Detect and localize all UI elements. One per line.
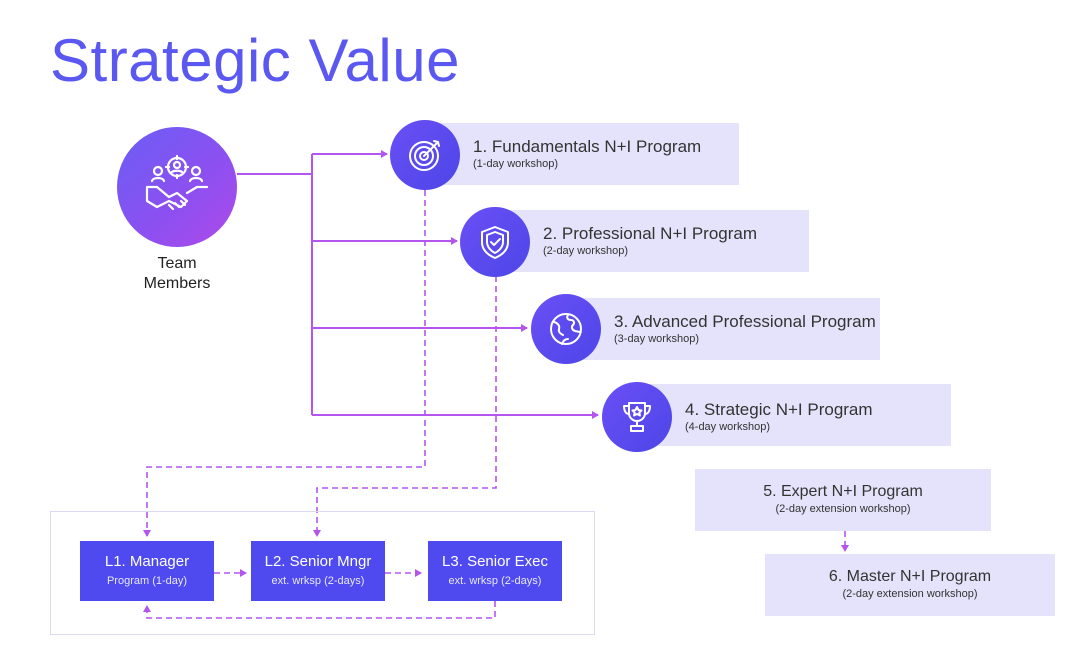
program-5-title: 5. Expert N+I Program — [763, 483, 923, 500]
program-2-node — [460, 207, 530, 277]
program-4-node — [602, 382, 672, 452]
team-label-line-2: Members — [143, 275, 211, 292]
program-5-box: 5. Expert N+I Program (2-day extension w… — [695, 469, 991, 531]
program-2-box: 2. Professional N+I Program (2-day works… — [495, 210, 809, 272]
program-6-box: 6. Master N+I Program (2-day extension w… — [765, 554, 1055, 616]
program-3-node — [531, 294, 601, 364]
program-4-title: 4. Strategic N+I Program — [685, 400, 873, 419]
target-icon — [409, 140, 440, 171]
level-2-subtitle: ext. wrksp (2-days) — [271, 575, 365, 587]
level-3-box: L3. Senior Exec ext. wrksp (2-days) — [428, 541, 562, 601]
level-1-box: L1. Manager Program (1-day) — [80, 541, 214, 601]
program-3-box: 3. Advanced Professional Program (3-day … — [566, 298, 880, 360]
levels-frame — [50, 511, 595, 635]
program-1-title: 1. Fundamentals N+I Program — [473, 137, 702, 156]
people-gear-handshake-icon — [145, 154, 209, 211]
level-3-subtitle: ext. wrksp (2-days) — [448, 575, 542, 587]
level-3-title: L3. Senior Exec — [442, 553, 548, 570]
trophy-icon — [623, 402, 651, 432]
level-1-subtitle: Program (1-day) — [106, 575, 188, 587]
program-4-subtitle: (4-day workshop) — [685, 421, 770, 433]
program-6-title: 6. Master N+I Program — [828, 568, 992, 585]
program-5-subtitle: (2-day extension workshop) — [775, 503, 911, 515]
program-2-title: 2. Professional N+I Program — [543, 224, 758, 243]
team-members-label: Team Members — [120, 254, 234, 294]
program-2-subtitle: (2-day workshop) — [543, 245, 628, 257]
program-1-box: 1. Fundamentals N+I Program (1-day works… — [425, 123, 739, 185]
program-3-subtitle: (3-day workshop) — [614, 333, 699, 345]
level-2-box: L2. Senior Mngr ext. wrksp (2-days) — [251, 541, 385, 601]
level-1-title: L1. Manager — [104, 553, 190, 570]
page-title: Strategic Value — [50, 27, 460, 94]
team-label-line-1: Team — [157, 255, 197, 272]
program-1-subtitle: (1-day workshop) — [473, 158, 558, 170]
level-2-title: L2. Senior Mngr — [264, 553, 372, 570]
globe-icon — [550, 313, 582, 345]
shield-check-icon — [481, 226, 509, 259]
program-3-title: 3. Advanced Professional Program — [614, 312, 876, 331]
program-1-node — [390, 120, 460, 190]
team-members-node — [117, 127, 237, 247]
program-6-subtitle: (2-day extension workshop) — [842, 588, 978, 600]
program-4-box: 4. Strategic N+I Program (4-day workshop… — [637, 384, 951, 446]
